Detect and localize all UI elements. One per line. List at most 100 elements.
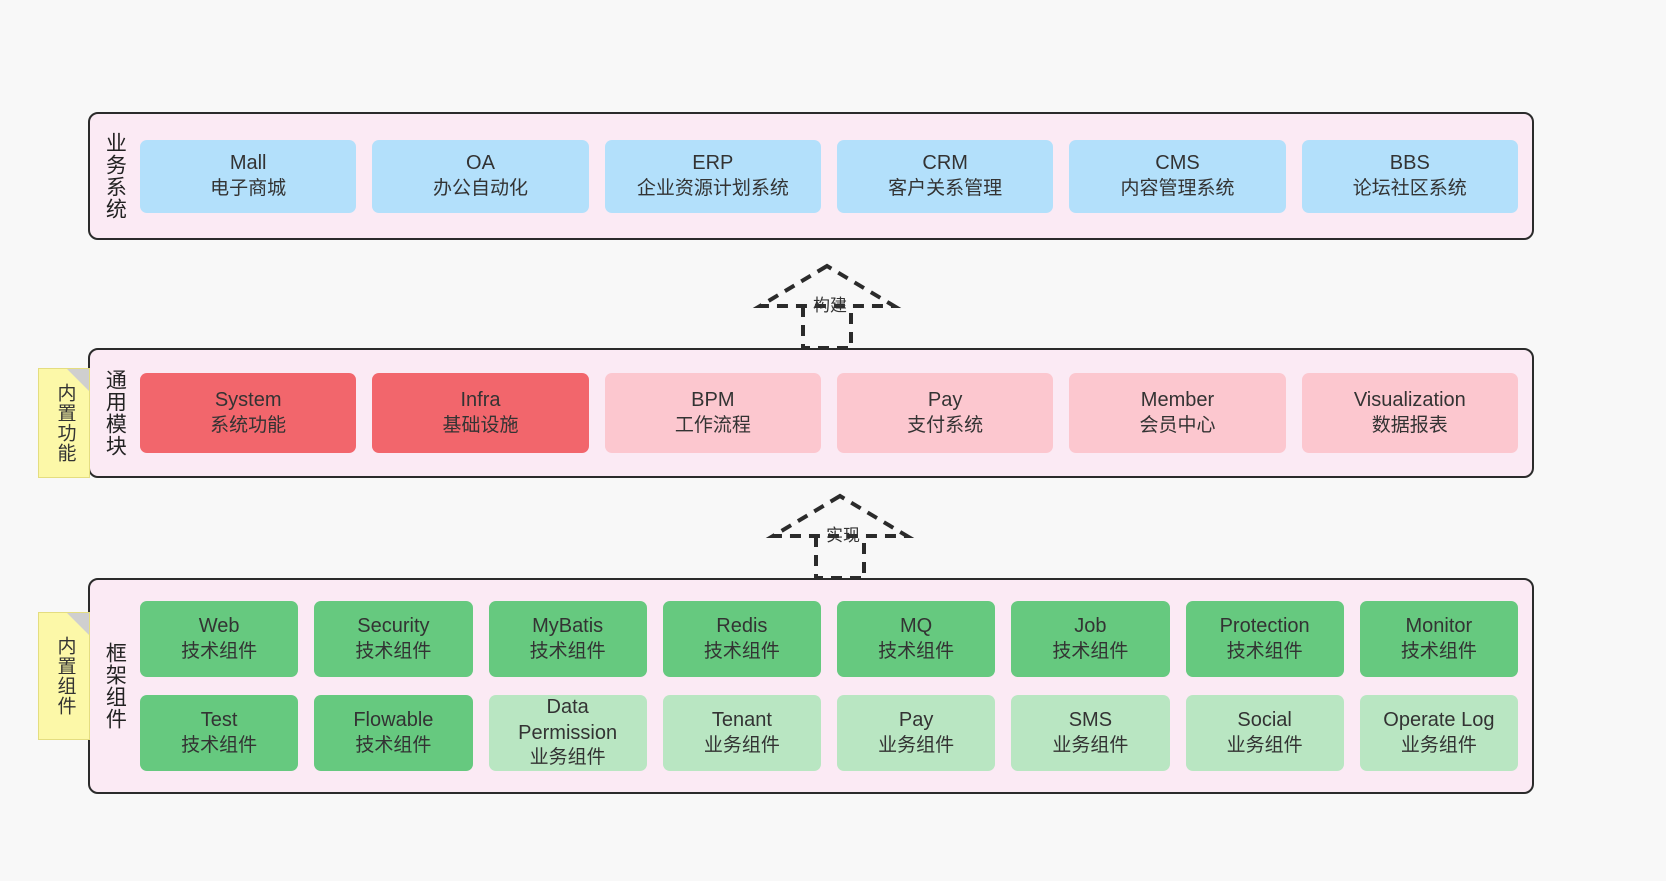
card-subtitle: 业务组件 [878,734,955,756]
card-title: Infra [460,389,501,412]
card-protection[interactable]: Protection 技术组件 [1185,601,1344,677]
card-title: Job [1074,615,1107,638]
card-subtitle: 业务组件 [529,747,606,769]
card-title: BBS [1389,152,1430,175]
card-title: Web [198,615,240,638]
layer-framework-components: 框架组件 Web 技术组件 Security 技术组件 MyBatis 技术组件… [88,578,1534,794]
card-mybatis[interactable]: MyBatis 技术组件 [488,601,647,677]
layer-body-common-modules: System 系统功能 Infra 基础设施 BPM 工作流程 Pay 支付系统… [138,350,1532,476]
card-mq[interactable]: MQ 技术组件 [837,601,996,677]
card-row: Mall 电子商城 OA 办公自动化 ERP 企业资源计划系统 CRM 客户关系… [140,139,1518,213]
folded-corner-icon [67,613,89,635]
card-subtitle: 数据报表 [1371,414,1448,436]
card-subtitle: 技术组件 [1052,640,1129,662]
card-title: Member [1140,389,1215,412]
card-operate-log[interactable]: Operate Log 业务组件 [1359,695,1518,771]
card-crm[interactable]: CRM 客户关系管理 [836,139,1054,213]
sticky-note-builtin-components: 内置组件 [38,612,90,740]
card-subtitle: 业务组件 [703,734,780,756]
layer-business-system: 业务系统 Mall 电子商城 OA 办公自动化 ERP 企业资源计划系统 CRM… [88,112,1534,240]
card-pay-business[interactable]: Pay 业务组件 [837,695,996,771]
card-title: BPM [691,389,735,412]
card-subtitle: 技术组件 [181,734,258,756]
arrow-build-label: 构建 [813,296,847,315]
card-title: Tenant [711,709,772,732]
card-subtitle: 电子商城 [210,177,287,199]
layer-title-common-modules: 通用模块 [103,369,127,457]
card-bbs[interactable]: BBS 论坛社区系统 [1301,139,1518,213]
card-title: CRM [922,152,968,175]
card-subtitle: 企业资源计划系统 [636,177,789,199]
card-subtitle: 业务组件 [1052,734,1129,756]
card-tenant[interactable]: Tenant 业务组件 [662,695,821,771]
card-subtitle: 技术组件 [1226,640,1303,662]
card-cms[interactable]: CMS 内容管理系统 [1069,139,1286,213]
sticky-note-builtin-functions: 内置功能 [38,368,90,478]
card-flowable[interactable]: Flowable 技术组件 [314,695,473,771]
card-member[interactable]: Member 会员中心 [1069,373,1286,453]
card-test[interactable]: Test 技术组件 [140,695,299,771]
sticky-note-label: 内置组件 [54,636,76,716]
card-social[interactable]: Social 业务组件 [1185,695,1344,771]
card-subtitle: 工作流程 [674,414,751,436]
card-subtitle: 技术组件 [355,734,432,756]
card-row: Web 技术组件 Security 技术组件 MyBatis 技术组件 Redi… [140,601,1518,677]
arrow-implement: 实现 [765,488,928,583]
card-subtitle: 业务组件 [1400,734,1477,756]
card-title: Flowable [353,709,434,732]
card-subtitle: 办公自动化 [432,177,528,199]
layer-body-framework-components: Web 技术组件 Security 技术组件 MyBatis 技术组件 Redi… [138,580,1532,792]
card-oa[interactable]: OA 办公自动化 [372,139,589,213]
card-erp[interactable]: ERP 企业资源计划系统 [604,139,821,213]
card-subtitle: 基础设施 [442,414,519,436]
card-title: SMS [1068,709,1113,732]
card-title: Test [200,709,238,732]
card-subtitle: 支付系统 [907,414,984,436]
card-title: Monitor [1405,615,1473,638]
card-data-permission[interactable]: Data Permission 业务组件 [488,695,647,771]
card-visualization[interactable]: Visualization 数据报表 [1301,373,1518,453]
card-pay[interactable]: Pay 支付系统 [836,373,1054,453]
card-subtitle: 技术组件 [1400,640,1477,662]
card-title: Operate Log [1383,709,1495,732]
card-row: System 系统功能 Infra 基础设施 BPM 工作流程 Pay 支付系统… [140,373,1518,453]
card-title: MQ [900,615,933,638]
card-subtitle: 业务组件 [1226,734,1303,756]
card-row: Test 技术组件 Flowable 技术组件 Data Permission … [140,695,1518,771]
card-title: CMS [1155,152,1200,175]
card-title: Redis [716,615,768,638]
card-infra[interactable]: Infra 基础设施 [372,373,589,453]
card-subtitle: 技术组件 [529,640,606,662]
arrow-build: 构建 [752,258,915,353]
card-monitor[interactable]: Monitor 技术组件 [1359,601,1518,677]
card-title: Pay [898,709,934,732]
card-bpm[interactable]: BPM 工作流程 [604,373,821,453]
card-title: Social [1237,709,1292,732]
sticky-note-label: 内置功能 [54,383,76,463]
card-title: OA [466,152,495,175]
folded-corner-icon [67,369,89,391]
card-title: MyBatis [532,615,604,638]
card-subtitle: 会员中心 [1139,414,1216,436]
card-system[interactable]: System 系统功能 [140,373,357,453]
layer-common-modules: 通用模块 System 系统功能 Infra 基础设施 BPM 工作流程 Pay… [88,348,1534,478]
arrow-implement-label: 实现 [826,526,860,545]
card-title: Protection [1219,615,1310,638]
card-security[interactable]: Security 技术组件 [314,601,473,677]
card-subtitle: 系统功能 [210,414,287,436]
card-job[interactable]: Job 技术组件 [1011,601,1170,677]
card-subtitle: 技术组件 [181,640,258,662]
card-title: Pay [927,389,963,412]
card-title: Security [357,615,430,638]
card-title: Visualization [1353,389,1466,412]
card-sms[interactable]: SMS 业务组件 [1011,695,1170,771]
card-title: Mall [229,152,267,175]
card-mall[interactable]: Mall 电子商城 [140,139,357,213]
card-subtitle: 技术组件 [355,640,432,662]
card-web[interactable]: Web 技术组件 [140,601,299,677]
layer-body-business-system: Mall 电子商城 OA 办公自动化 ERP 企业资源计划系统 CRM 客户关系… [138,114,1532,238]
card-redis[interactable]: Redis 技术组件 [662,601,821,677]
card-subtitle: 技术组件 [703,640,780,662]
card-subtitle: 技术组件 [878,640,955,662]
